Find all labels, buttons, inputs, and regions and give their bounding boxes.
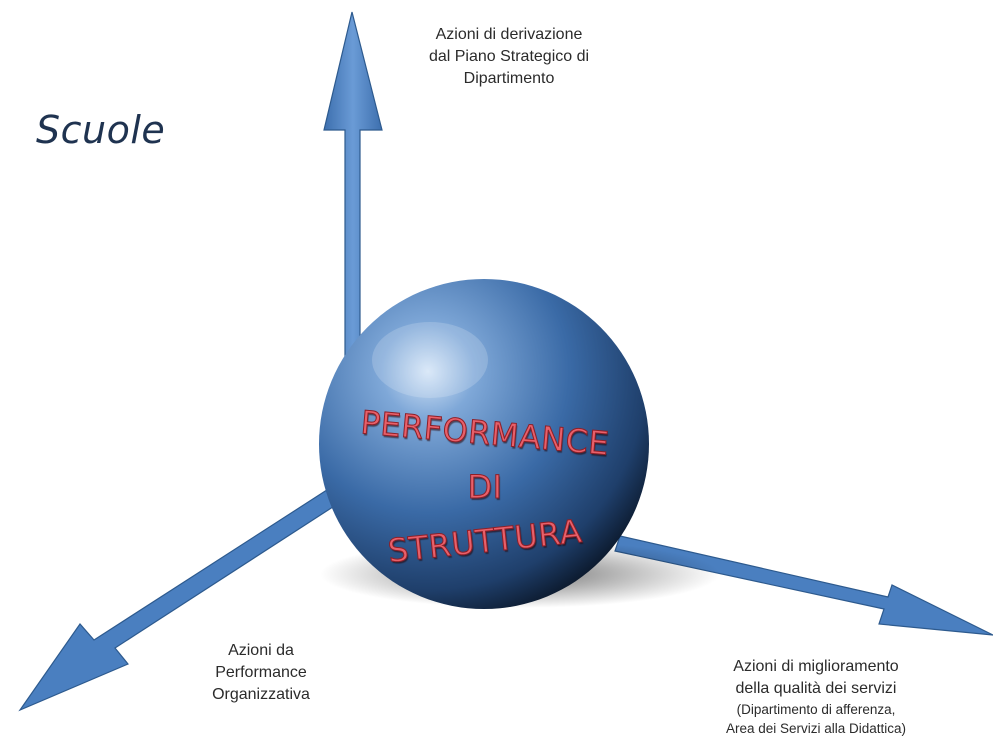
label-left-line-2: Performance <box>215 664 307 681</box>
label-left-actions: Azioni da Performance Organizzativa <box>176 640 346 706</box>
page-title: Scuole <box>36 108 166 152</box>
sphere-title-line-2: DI <box>467 468 503 507</box>
performance-sphere <box>319 279 649 609</box>
label-right-note-1: (Dipartimento di afferenza, <box>736 702 896 717</box>
label-top-actions: Azioni di derivazione dal Piano Strategi… <box>398 24 620 90</box>
label-right-line-1: Azioni di miglioramento <box>733 658 899 675</box>
sphere-title: PERFORMANCE DI STRUTTURA <box>330 403 640 571</box>
arrow-down-left <box>18 487 340 712</box>
label-right-actions: Azioni di miglioramento della qualità de… <box>676 656 956 738</box>
sphere-highlight <box>372 322 488 398</box>
label-top-line-1: Azioni di derivazione <box>435 26 583 43</box>
label-left-line-3: Organizzativa <box>212 686 310 703</box>
label-left-line-1: Azioni da <box>228 642 294 659</box>
label-top-line-2: dal Piano Strategico di <box>428 48 590 65</box>
label-right-note-2: Area dei Servizi alla Didattica) <box>725 721 907 736</box>
label-top-line-3: Dipartimento <box>463 70 555 87</box>
arrow-up <box>323 11 383 361</box>
label-right-line-2: della qualità dei servizi <box>735 680 897 697</box>
